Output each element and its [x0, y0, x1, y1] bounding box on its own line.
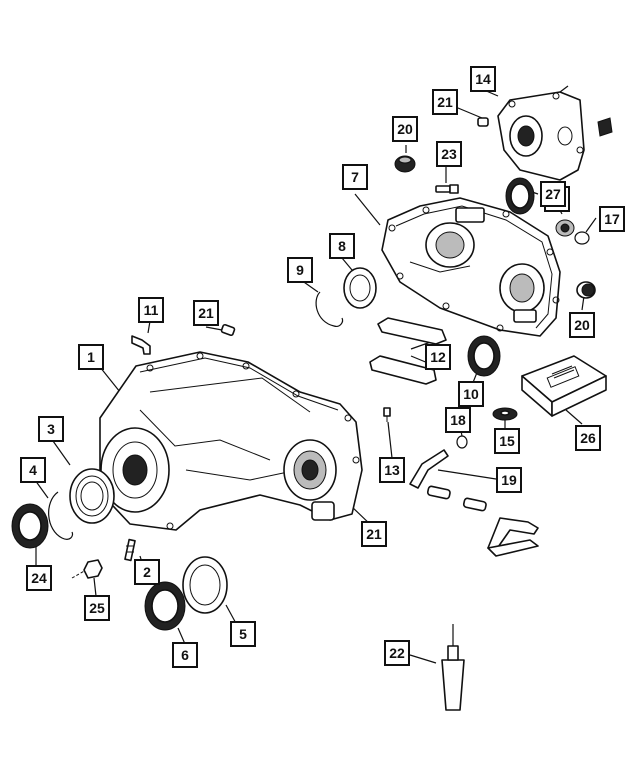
callout-22: 22 [384, 640, 410, 666]
callout-26: 26 [575, 425, 601, 451]
bushing-part-20a [394, 155, 416, 173]
seal-part-10 [467, 335, 501, 377]
ring-part-17 [574, 231, 590, 245]
callout-14: 14 [470, 66, 496, 92]
callout-23: 23 [436, 141, 462, 167]
callout-8: 8 [329, 233, 355, 259]
callout-9: 9 [287, 257, 313, 283]
callout-18: 18 [445, 407, 471, 433]
bolt-part-23 [435, 184, 459, 194]
seal-part-6 [144, 581, 186, 631]
callout-11: 11 [138, 297, 164, 323]
callout-15: 15 [494, 428, 520, 454]
callout-4: 4 [20, 457, 46, 483]
extension-housing-part-14 [497, 85, 613, 181]
callout-7: 7 [342, 164, 368, 190]
callout-20-right: 20 [569, 312, 595, 338]
o-ring-part-18 [456, 435, 468, 449]
callout-5: 5 [230, 621, 256, 647]
callout-20-upper: 20 [392, 116, 418, 142]
control-module-part-26 [521, 355, 607, 417]
callout-21-left: 21 [193, 300, 219, 326]
callout-24: 24 [26, 565, 52, 591]
baffle-part-12 [369, 317, 447, 385]
bushing-part-20b [576, 281, 596, 299]
callout-19: 19 [496, 467, 522, 493]
callout-21-upper: 21 [432, 89, 458, 115]
front-case-housing [99, 351, 363, 531]
snap-ring-part-4 [48, 491, 74, 540]
callout-3: 3 [38, 416, 64, 442]
bearing-part-5 [182, 556, 228, 614]
seal-part-27 [505, 177, 535, 215]
bearing-part-3 [69, 468, 115, 524]
dowel-pin-21a [220, 323, 236, 337]
tube-part-19 [409, 449, 539, 557]
seal-part-24 [11, 503, 49, 549]
washer-part-15 [492, 407, 518, 421]
snap-ring-part-9 [315, 291, 344, 327]
bolt-part-13 [383, 407, 391, 422]
rear-case-housing [381, 197, 561, 337]
callout-12: 12 [425, 344, 451, 370]
callout-25: 25 [84, 595, 110, 621]
callout-10: 10 [458, 381, 484, 407]
nut-part-25 [71, 559, 103, 579]
callout-6: 6 [172, 642, 198, 668]
sealant-tube-part-22 [441, 624, 465, 711]
callout-17: 17 [599, 206, 625, 232]
callout-21-bottom: 21 [361, 521, 387, 547]
callout-13: 13 [379, 457, 405, 483]
leader-lines [34, 89, 597, 664]
bushing-part-16 [555, 219, 575, 237]
dowel-pin-21c [477, 117, 489, 127]
callout-2: 2 [134, 559, 160, 585]
vent-fitting-part-11 [131, 335, 151, 355]
stud-part [124, 538, 136, 562]
callout-27: 27 [540, 181, 566, 207]
bearing-part-8 [343, 267, 377, 309]
callout-1: 1 [78, 344, 104, 370]
